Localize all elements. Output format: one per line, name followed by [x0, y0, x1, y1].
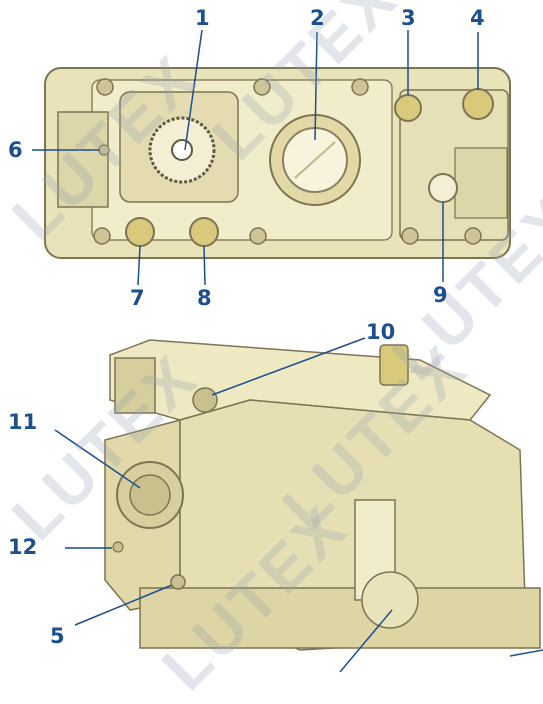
callout-8: 8: [197, 286, 212, 310]
screw-3: [394, 94, 422, 122]
corner-screw: [93, 227, 111, 245]
leader-10: [211, 337, 366, 396]
screw-6: [98, 144, 110, 156]
callout-10: 10: [366, 320, 396, 344]
callout-4: 4: [470, 6, 485, 30]
screw-9: [428, 173, 458, 203]
callout-5: 5: [50, 624, 65, 648]
valve-3d-knob: [379, 344, 409, 386]
leader-1: [184, 29, 203, 151]
leader-bottom: [339, 609, 393, 672]
screw-12: [112, 541, 124, 553]
leader-8: [203, 245, 206, 286]
callout-1: 1: [195, 6, 210, 30]
screw-4: [462, 88, 494, 120]
corner-screw: [249, 227, 267, 245]
valve-3d-base: [139, 587, 541, 649]
corner-screw: [96, 78, 114, 96]
corner-screw: [401, 227, 419, 245]
callout-7: 7: [130, 286, 145, 310]
valve-3d-connector: [114, 357, 156, 414]
valve-top-view: [32, 29, 543, 672]
leader-11: [54, 429, 141, 489]
callout-12: 12: [8, 535, 38, 559]
leader-right: [509, 649, 543, 657]
inlet-port-inner: [129, 474, 171, 516]
dial-center: [171, 139, 193, 161]
corner-screw: [351, 78, 369, 96]
leader-2: [314, 31, 318, 141]
callout-6: 6: [8, 138, 23, 162]
outlet-block: [454, 147, 508, 219]
screw-5: [170, 574, 186, 590]
corner-screw: [253, 78, 271, 96]
left-connector: [57, 111, 109, 208]
leader-7: [137, 245, 141, 286]
callout-3: 3: [401, 6, 416, 30]
regulator-slot: [294, 141, 336, 179]
screw-8: [189, 217, 219, 247]
port-10: [192, 387, 218, 413]
bottom-dial: [361, 571, 419, 629]
callout-11: 11: [8, 410, 38, 434]
leader-5: [74, 584, 173, 626]
screw-7: [125, 217, 155, 247]
callout-2: 2: [310, 6, 325, 30]
corner-screw: [464, 227, 482, 245]
callout-9: 9: [433, 283, 448, 307]
